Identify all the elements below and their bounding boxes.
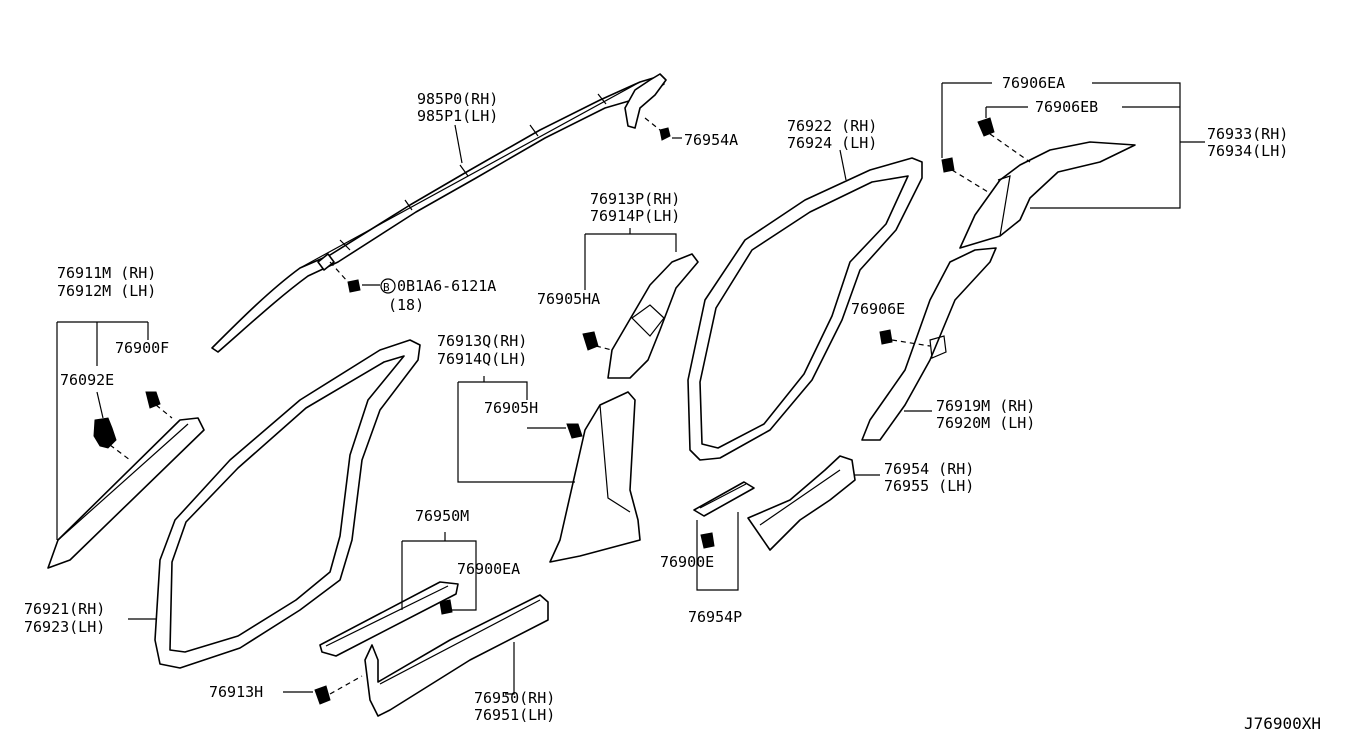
front-door-weatherstrip bbox=[154, 339, 421, 669]
front-kick-plate bbox=[364, 594, 549, 717]
label-0b1a6: 0B1A6-6121A bbox=[397, 277, 496, 295]
label-76954a: 76954A bbox=[684, 131, 738, 149]
clip-icon bbox=[439, 599, 453, 615]
leader-line bbox=[401, 532, 477, 611]
label-76905h: 76905H bbox=[484, 399, 538, 417]
bolt-icon bbox=[644, 117, 671, 141]
label-76914p: 76914P(LH) bbox=[590, 207, 680, 225]
label-76923: 76923(LH) bbox=[24, 618, 105, 636]
diagram-id: J76900XH bbox=[1244, 714, 1321, 733]
b-pillar-lower-trim bbox=[549, 391, 641, 563]
leader-line bbox=[56, 321, 149, 540]
leader-line bbox=[839, 149, 847, 181]
bolt-icon bbox=[329, 261, 361, 293]
label-76919m: 76919M (RH) bbox=[936, 397, 1035, 415]
label-76922: 76922 (RH) bbox=[787, 117, 877, 135]
label-76906e: 76906E bbox=[851, 300, 905, 318]
label-76950: 76950(RH) bbox=[474, 689, 555, 707]
label-76900ea: 76900EA bbox=[457, 560, 520, 578]
label-76955: 76955 (LH) bbox=[884, 477, 974, 495]
rear-door-weatherstrip bbox=[687, 157, 923, 461]
clip-icon bbox=[566, 423, 583, 439]
label-76913q: 76913Q(RH) bbox=[437, 332, 527, 350]
label-985p1: 985P1(LH) bbox=[417, 107, 498, 125]
label-76920m: 76920M (LH) bbox=[936, 414, 1035, 432]
label-bolt-prefix: B bbox=[383, 281, 390, 294]
leader-line bbox=[985, 106, 1180, 118]
front-sill-plate bbox=[319, 581, 459, 657]
label-76906eb: 76906EB bbox=[1035, 98, 1098, 116]
leader-line bbox=[941, 82, 1205, 209]
label-76911m: 76911M (RH) bbox=[57, 264, 156, 282]
label-76905ha: 76905HA bbox=[537, 290, 600, 308]
leader-line bbox=[96, 391, 104, 419]
label-76900f: 76900F bbox=[115, 339, 169, 357]
leader-line bbox=[584, 228, 677, 290]
clip-icon bbox=[700, 532, 715, 549]
clip-icon bbox=[879, 329, 931, 347]
rear-kick-plate bbox=[747, 455, 856, 551]
label-76954p: 76954P bbox=[688, 608, 742, 626]
label-76934: 76934(LH) bbox=[1207, 142, 1288, 160]
clip-icon bbox=[93, 417, 131, 461]
leader-line bbox=[457, 376, 575, 483]
rear-sill-plate bbox=[693, 481, 755, 517]
clip-icon bbox=[145, 391, 173, 419]
leader-line bbox=[696, 512, 739, 591]
label-76914q: 76914Q(LH) bbox=[437, 350, 527, 368]
label-0b1a6-qty: (18) bbox=[388, 296, 424, 314]
clip-icon bbox=[314, 675, 363, 705]
label-76924: 76924 (LH) bbox=[787, 134, 877, 152]
b-pillar-upper-trim bbox=[607, 253, 699, 379]
curtain-airbag bbox=[211, 73, 667, 353]
label-76092e: 76092E bbox=[60, 371, 114, 389]
label-76933: 76933(RH) bbox=[1207, 125, 1288, 143]
leader-line bbox=[505, 642, 515, 695]
c-pillar-lower-trim bbox=[861, 247, 997, 441]
bolt-symbol-icon bbox=[380, 278, 396, 294]
label-76913p: 76913P(RH) bbox=[590, 190, 680, 208]
clip-icon bbox=[582, 331, 613, 351]
clip-icon bbox=[941, 157, 989, 193]
label-76951: 76951(LH) bbox=[474, 706, 555, 724]
label-76913h: 76913H bbox=[209, 683, 263, 701]
leader-line bbox=[454, 124, 463, 164]
label-985p0: 985P0(RH) bbox=[417, 90, 498, 108]
c-pillar-upper-trim bbox=[959, 141, 1136, 249]
label-76906ea: 76906EA bbox=[1002, 74, 1065, 92]
label-76900e: 76900E bbox=[660, 553, 714, 571]
label-76921: 76921(RH) bbox=[24, 600, 105, 618]
label-76950m: 76950M bbox=[415, 507, 469, 525]
label-76912m: 76912M (LH) bbox=[57, 282, 156, 300]
a-pillar-trim bbox=[47, 417, 205, 569]
clip-icon bbox=[977, 117, 1031, 163]
label-76954: 76954 (RH) bbox=[884, 460, 974, 478]
